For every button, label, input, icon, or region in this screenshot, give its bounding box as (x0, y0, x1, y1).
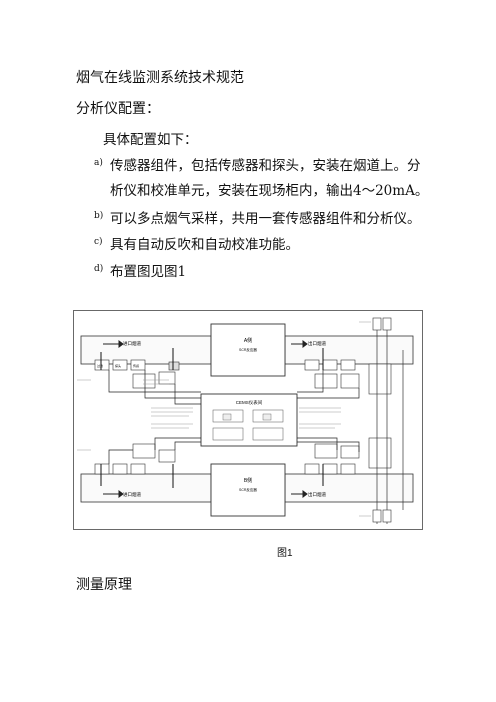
list-text-line: 布置图见图1 (110, 264, 187, 280)
label-outlet-bottom: 出口烟道 (308, 491, 326, 498)
module-box (222, 413, 232, 421)
sensor-cluster-left-top (94, 359, 180, 389)
list-marker: b) (94, 211, 104, 221)
module-box (262, 413, 272, 421)
intro-text: 具体配置如下： (103, 132, 198, 148)
gas-lines-right (376, 318, 404, 524)
analyzer-box (212, 409, 244, 423)
sensor-cluster-right-top (304, 359, 392, 395)
reactor-b-sub: SCR反应器 (239, 487, 257, 492)
label-filter: 过滤 (97, 363, 103, 368)
figure-caption: 图1 (277, 548, 293, 559)
flow-arrows (103, 340, 308, 498)
reactor-a-sub: SCR反应器 (239, 347, 257, 352)
list-text-line: 析仪和校准单元，安装在现场柜内，输出4～20mA。 (110, 183, 429, 199)
layout-diagram: A侧 SCR反应器 B侧 SCR反应器 进口烟道 出口烟道 进口烟道 出口烟道 … (73, 310, 423, 530)
inlet-duct-bottom (80, 473, 212, 503)
reactor-a (210, 323, 286, 377)
sampling-lines (108, 370, 360, 464)
label-inlet-top: 进口烟道 (123, 340, 141, 347)
reactor-b (210, 463, 286, 517)
label-inlet-bottom: 进口烟道 (123, 491, 141, 498)
label-sensor: 传感 (133, 363, 139, 368)
section-heading: 分析仪配置： (76, 101, 160, 117)
fine-print (77, 321, 371, 517)
calibration-box (212, 427, 244, 441)
document-title: 烟气在线监测系统技术规范 (76, 70, 244, 86)
sensor-cluster-right-bottom (304, 437, 392, 475)
list-marker: d) (94, 264, 104, 274)
list-text-line: 可以多点烟气采样，共用一套传感器组件和分析仪。 (110, 211, 421, 227)
probe-stems (100, 348, 324, 488)
list-text-line: 具有自动反吹和自动校准功能。 (110, 237, 299, 253)
list-text-line: 传感器组件，包括传感器和探头，安装在烟道上。分 (110, 158, 421, 174)
calibration-box (252, 427, 284, 441)
label-outlet-top: 出口烟道 (308, 340, 326, 347)
next-section-heading: 测量原理 (76, 577, 132, 593)
cems-cabinet (200, 393, 298, 447)
cems-cabinet-title: CEMS仪表间 (236, 399, 263, 406)
outlet-duct-bottom (284, 473, 414, 503)
gas-bottles (372, 317, 392, 523)
list-marker: c) (94, 237, 103, 247)
analyzer-box (252, 409, 284, 423)
sensor-cluster-left-bottom (94, 443, 176, 475)
reactor-b-title: B侧 (244, 477, 252, 484)
label-probe: 探头 (115, 363, 121, 368)
reactor-a-title: A侧 (244, 337, 252, 344)
list-marker: a) (94, 158, 103, 168)
